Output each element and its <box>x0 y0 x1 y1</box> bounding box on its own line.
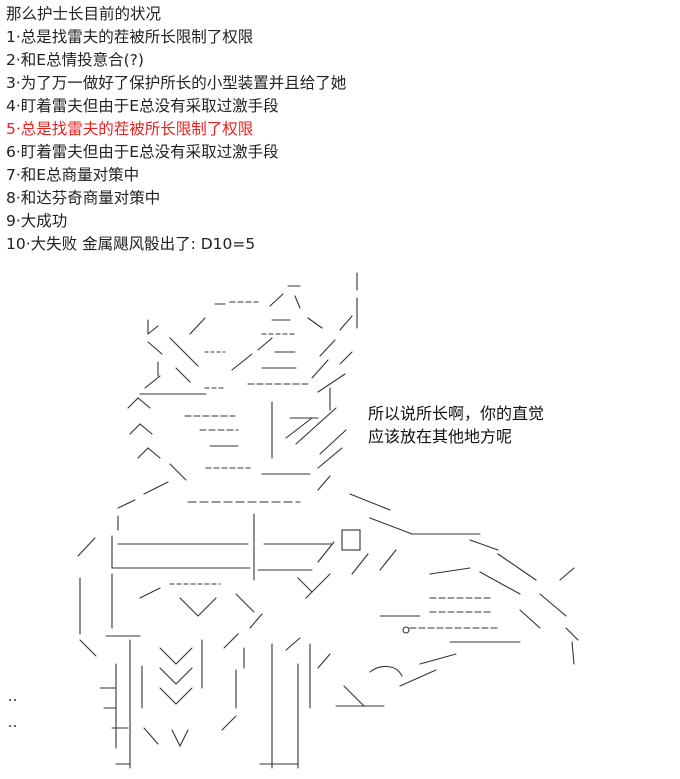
status-list: 那么护士长目前的状况 1·总是找雷夫的茬被所长限制了权限 2·和E总情投意合(?… <box>6 3 666 256</box>
list-title: 那么护士长目前的状况 <box>6 5 162 23</box>
list-item: 9·大成功 <box>6 212 68 230</box>
dice-result: 10·大失败 金属飓风骰出了: D10=5 <box>6 235 256 253</box>
list-item: 2·和E总情投意合(?) <box>6 51 144 69</box>
robot-shoulders <box>117 475 391 511</box>
robot-head <box>139 293 353 395</box>
antenna-lines <box>287 272 358 329</box>
ascii-art-robot <box>0 268 680 779</box>
arm-cannon <box>335 567 579 707</box>
list-item: 3·为了万一做好了保护所长的小型装置并且给了她 <box>6 74 347 92</box>
speech-line: 应该放在其他地方呢 <box>368 427 513 446</box>
list-item: 6·盯着雷夫但由于E总没有采取过激手段 <box>6 143 279 161</box>
robot-body <box>77 513 537 635</box>
list-item-highlighted: 5·总是找雷夫的茬被所长限制了权限 <box>6 120 254 138</box>
list-item: 4·盯着雷夫但由于E总没有采取过激手段 <box>6 97 279 115</box>
speech-line: 所以说所长啊，你的直觉 <box>368 404 545 423</box>
list-item: 8·和达芬奇商量对策中 <box>6 189 161 207</box>
robot-legs <box>79 613 331 769</box>
list-item: 7·和E总商量对策中 <box>6 166 140 184</box>
list-item: 1·总是找雷夫的茬被所长限制了权限 <box>6 28 254 46</box>
ellipsis-dots <box>9 699 16 727</box>
speech-bubble: 所以说所长啊，你的直觉 应该放在其他地方呢 <box>368 402 544 448</box>
robot-chest <box>127 387 347 481</box>
